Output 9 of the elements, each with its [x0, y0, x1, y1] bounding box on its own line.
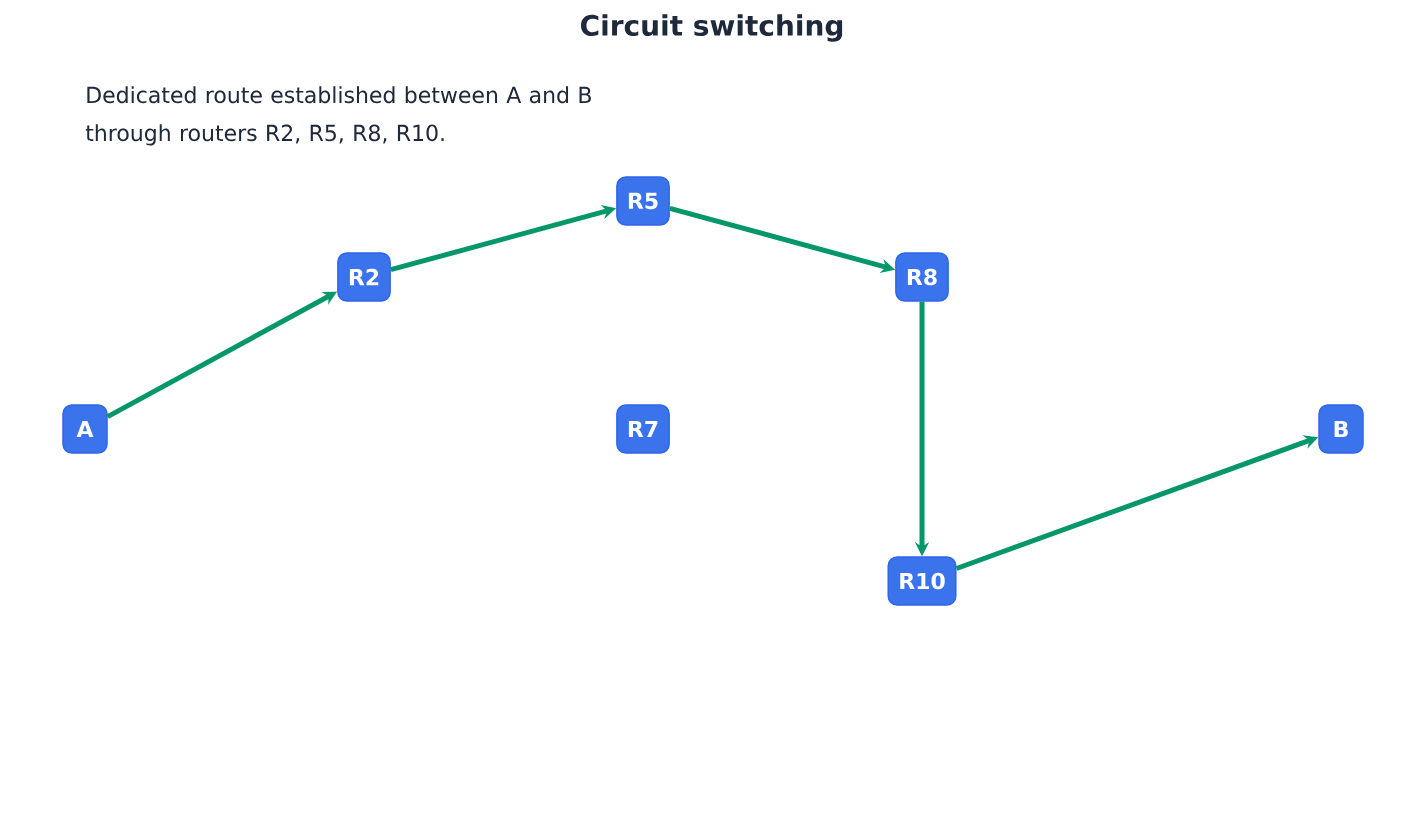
router-box: R10 [887, 556, 957, 606]
router-box: A [62, 404, 108, 454]
router-box: R7 [616, 404, 670, 454]
description-text: Dedicated route established between A and B through routers R2, R5, R8, R10. [85, 86, 591, 146]
router-box: B [1318, 404, 1364, 454]
router-box: R8 [895, 252, 949, 302]
router-box: R5 [616, 176, 670, 226]
title: Circuit switching [581, 14, 843, 42]
router-box: R2 [337, 252, 391, 302]
